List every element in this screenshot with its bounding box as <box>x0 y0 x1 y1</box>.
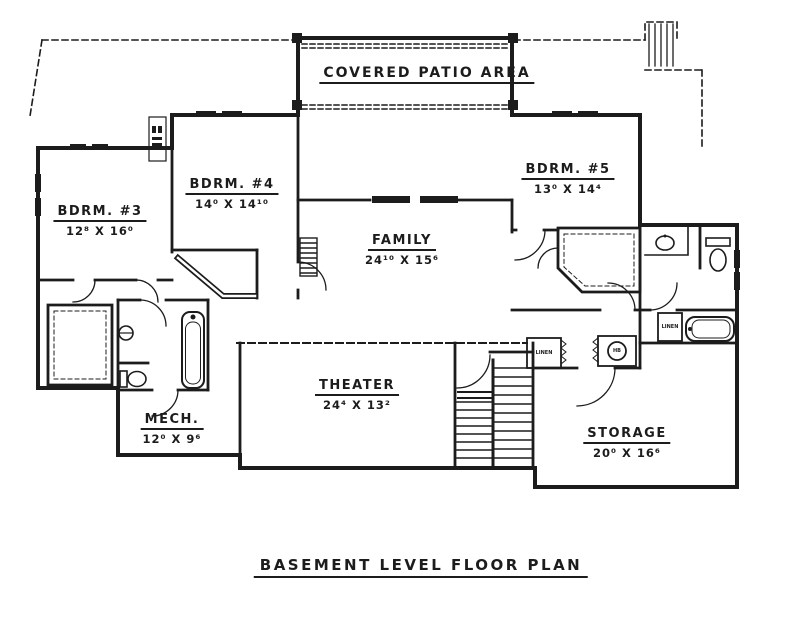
staircase <box>456 358 532 470</box>
tub2-faucet-icon <box>688 327 692 331</box>
door-arcs <box>72 229 678 417</box>
windows <box>35 33 740 290</box>
family-dims: 24¹⁰ X 15⁶ <box>365 253 439 267</box>
sink-icon <box>655 235 675 251</box>
family-name: FAMILY <box>368 233 436 251</box>
linen-closet-hall <box>526 337 562 369</box>
patio-dashed-lines <box>301 43 509 110</box>
toilet-icon <box>127 370 147 388</box>
interior-walls <box>36 113 739 470</box>
sheet-title: BASEMENT LEVEL FLOOR PLAN <box>253 556 589 578</box>
utility-chase-box <box>148 116 167 162</box>
hose-bib-box <box>597 335 637 367</box>
hose-bib-circle <box>607 341 627 361</box>
theater-dims: 24⁴ X 13² <box>323 398 391 412</box>
linen-label-bath: LINEN <box>661 324 679 330</box>
deck-dashed-outline <box>29 21 703 149</box>
bdrm4-dims: 14⁰ X 14¹⁰ <box>195 197 269 211</box>
tub-faucet-icon <box>190 314 196 320</box>
bdrm3-dims: 12⁸ X 16⁰ <box>66 224 134 238</box>
mech-dims: 12⁰ X 9⁶ <box>142 432 202 446</box>
toilet-tank <box>119 370 128 388</box>
bath1-fixtures <box>118 311 205 389</box>
toilet-icon <box>709 248 727 272</box>
toilet-tank <box>705 237 731 247</box>
room-label-family: FAMILY 24¹⁰ X 15⁶ <box>365 229 439 267</box>
room-label-mech: MECH. 12⁰ X 9⁶ <box>140 408 204 446</box>
bdrm3-name: BDRM. #3 <box>53 204 147 222</box>
hall-fixtures <box>526 312 735 369</box>
room-label-theater: THEATER 24⁴ X 13² <box>315 374 399 412</box>
storage-dims: 20⁰ X 16⁶ <box>593 446 661 460</box>
bathtub-icon <box>181 311 205 389</box>
theater-name: THEATER <box>315 378 399 396</box>
bathtub2-icon <box>685 316 735 342</box>
bath2-fixtures <box>644 224 731 272</box>
room-label-bdrm3: BDRM. #3 12⁸ X 16⁰ <box>53 200 147 238</box>
room-label-bdrm5: BDRM. #5 13⁰ X 14⁴ <box>521 158 615 196</box>
vanity-counter <box>644 224 689 256</box>
room-label-covered-patio: COVERED PATIO AREA <box>319 62 535 84</box>
bdrm5-dims: 13⁰ X 14⁴ <box>534 182 602 196</box>
deck-steps <box>648 23 674 67</box>
linen-closet-bath <box>657 312 683 342</box>
bdrm5-name: BDRM. #5 <box>521 162 615 180</box>
closet-shelf-dashed <box>53 233 635 380</box>
wet-bar-counter <box>173 253 258 299</box>
patio-name: COVERED PATIO AREA <box>319 65 535 84</box>
room-label-storage: STORAGE 20⁰ X 16⁶ <box>583 422 671 460</box>
mech-name: MECH. <box>140 412 204 430</box>
hose-bib-label: HB <box>613 348 621 354</box>
fireplace <box>299 237 318 277</box>
storage-name: STORAGE <box>583 426 671 444</box>
bdrm4-name: BDRM. #4 <box>185 177 279 195</box>
linen-label-hall: LINEN <box>535 350 553 356</box>
room-label-bdrm4: BDRM. #4 14⁰ X 14¹⁰ <box>185 173 279 211</box>
